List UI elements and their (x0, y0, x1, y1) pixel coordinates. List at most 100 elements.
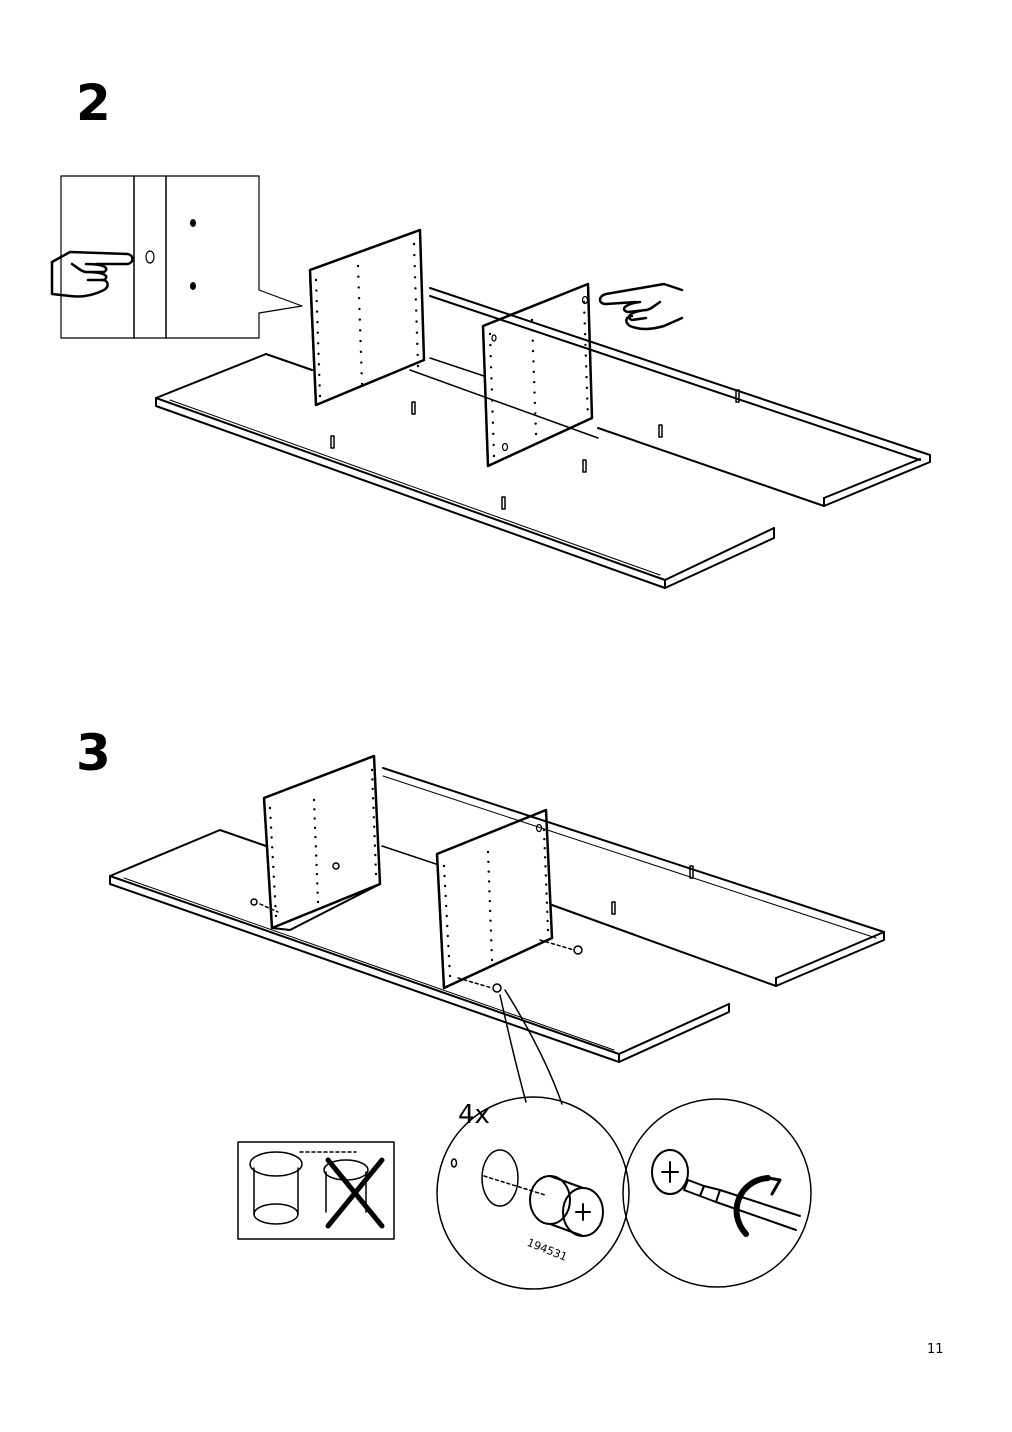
shelf-hole (492, 454, 496, 458)
quantity-label: 4x (458, 1100, 490, 1130)
shelf-hole (487, 880, 491, 883)
shelf-hole (359, 350, 363, 354)
shelf-hole (534, 412, 537, 415)
shelf-hole (274, 914, 278, 918)
page-number: 11 (927, 1342, 944, 1357)
shelf-hole (490, 939, 493, 942)
shelf-hole (489, 919, 492, 922)
shelf-hole (443, 884, 447, 888)
shelf-hole (531, 349, 535, 353)
step2-front-board (155, 353, 775, 589)
shelf-hole (492, 432, 495, 436)
shelf-hole (315, 310, 319, 313)
shelf-hole (414, 298, 418, 301)
shelf-hole (543, 837, 546, 841)
shelf-hole (270, 836, 273, 839)
shelf-hole (490, 399, 494, 402)
shelf-hole (273, 885, 276, 888)
shelf-hole (269, 826, 273, 829)
shelf-hole (545, 901, 549, 904)
shelf-hole (534, 422, 537, 425)
shelf-hole (546, 919, 549, 923)
shelf-hole (545, 892, 548, 895)
shelf-hole (534, 432, 538, 436)
shelf-hole (315, 872, 319, 876)
shelf-hole (448, 964, 451, 968)
shelf-hole (585, 375, 588, 379)
shelf-hole (584, 354, 588, 357)
shelf-hole (488, 332, 492, 336)
incorrect-cross-icon (325, 1157, 385, 1229)
shelf-hole (358, 318, 362, 321)
shelf-hole (487, 860, 490, 864)
shelf-hole (268, 806, 272, 810)
step-3-number: 3 (76, 724, 111, 782)
shelf-hole (318, 373, 321, 377)
step3-left-panel (262, 754, 437, 931)
shelf-hole (489, 354, 492, 358)
step3-fittings (250, 862, 694, 993)
shelf-hole (543, 856, 547, 859)
shelf-hole (312, 798, 316, 802)
shelf-hole (269, 816, 272, 820)
shelf-hole (531, 339, 534, 342)
cam-lock-icon (651, 1149, 689, 1195)
step3-front-board (109, 829, 730, 1063)
shelf-hole (374, 863, 377, 866)
shelf-hole (586, 408, 589, 411)
shelf-hole (544, 874, 548, 877)
shelf-hole (444, 894, 447, 898)
shelf-hole (530, 318, 534, 322)
shelf-hole (584, 343, 587, 347)
shelf-hole (313, 817, 316, 820)
shelf-hole (360, 382, 364, 386)
shelf-hole (586, 397, 589, 400)
shelf-hole (413, 264, 416, 268)
shelf-hole (584, 365, 588, 368)
shelf-hole (492, 443, 495, 447)
shelf-hole (371, 787, 374, 791)
step3-callout (499, 989, 563, 1105)
shelf-hole (274, 904, 277, 908)
shelf-hole (489, 929, 493, 932)
shelf-hole (356, 264, 360, 268)
shelf-hole (371, 778, 374, 781)
shelf-hole (357, 286, 360, 289)
shelf-hole (491, 410, 494, 413)
shelf-hole (488, 909, 492, 913)
shelf-hole (544, 865, 547, 868)
shelf-hole (271, 855, 274, 859)
shelf-hole (370, 768, 374, 772)
shelf-hole (272, 865, 275, 869)
shelf-hole (444, 904, 448, 908)
shelf-hole (374, 872, 378, 876)
shelf-hole (270, 846, 274, 849)
shelf-hole (533, 391, 536, 394)
shelf-hole (443, 874, 446, 878)
shelf-hole (413, 276, 417, 279)
shelf-hole (486, 850, 490, 854)
shelf-hole (490, 948, 493, 952)
shelf-hole (412, 242, 416, 246)
shelf-hole (489, 366, 493, 369)
shelf-hole (585, 386, 589, 390)
shelf-hole (374, 853, 377, 857)
shelf-hole (583, 322, 586, 325)
shelf-hole (317, 363, 321, 366)
step3-right-panel (435, 808, 554, 990)
step2-back-board (429, 287, 931, 507)
step2-dowels (330, 389, 740, 510)
shelf-hole (416, 353, 419, 357)
shelf-hole (358, 307, 361, 311)
shelf-hole (318, 394, 322, 398)
step2-detail-inset (60, 175, 303, 339)
shelf-hole (542, 828, 546, 832)
shelf-hole (416, 342, 419, 346)
shelf-hole (488, 890, 491, 893)
shelf-hole (357, 275, 360, 278)
shelf-hole (415, 320, 418, 323)
shelf-hole (490, 377, 493, 380)
shelf-hole (490, 958, 494, 962)
shelf-hole (442, 864, 446, 868)
